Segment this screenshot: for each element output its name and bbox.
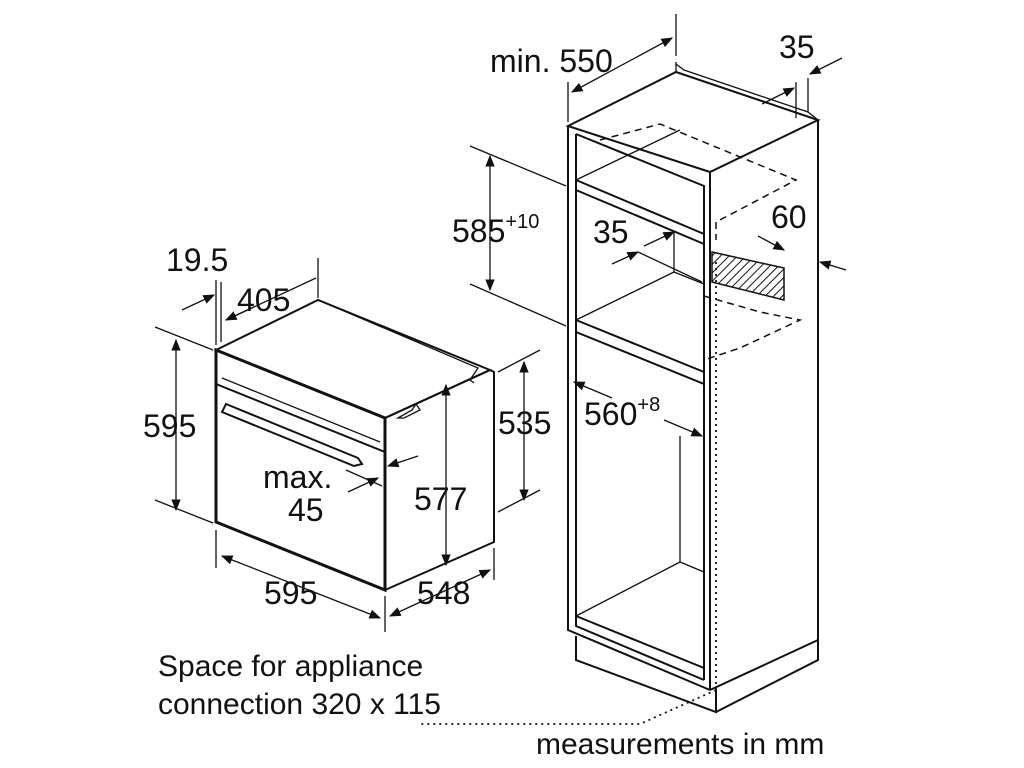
oven-width-label: 595 — [264, 575, 317, 611]
oven-labels: 19.5 405 595 595 548 577 535 max. 45 — [143, 242, 551, 611]
cabinet-dimensions — [469, 14, 847, 437]
side-gap-label: 35 — [593, 214, 629, 250]
oven-inner-height-label: 577 — [414, 481, 467, 517]
niche-height-label: 585+10 — [452, 211, 539, 249]
cabinet-top-offset-label: 35 — [779, 29, 815, 65]
oven-height-label: 595 — [143, 408, 196, 444]
oven-top-offset-label: 19.5 — [166, 242, 228, 278]
oven-drawing — [213, 298, 495, 593]
niche-height-base: 585 — [452, 213, 505, 249]
cabinet-min-depth-label: min. 550 — [490, 43, 613, 79]
units-note: measurements in mm — [536, 728, 824, 761]
cabinet-drawing — [420, 62, 821, 725]
notes: Space for appliance connection 320 x 115… — [158, 650, 824, 761]
panel-max-label-line1: max. — [263, 459, 332, 495]
connection-note-line1: Space for appliance — [158, 650, 423, 683]
niche-width-base: 560 — [584, 396, 637, 432]
niche-width-label: 560+8 — [584, 394, 660, 432]
oven-dimensions — [154, 258, 541, 632]
niche-width-tolerance: +8 — [637, 394, 660, 416]
oven-depth-label: 548 — [417, 575, 470, 611]
connection-note-line2: connection 320 x 115 — [158, 688, 441, 721]
cabinet-labels: min. 550 35 585+10 35 60 560+8 — [452, 29, 815, 432]
niche-height-tolerance: +10 — [505, 211, 539, 233]
oven-top-depth-label: 405 — [237, 282, 290, 318]
oven-side-height-label: 535 — [498, 405, 551, 441]
panel-max-label-line2: 45 — [288, 492, 324, 528]
vent-gap-label: 60 — [771, 199, 807, 235]
